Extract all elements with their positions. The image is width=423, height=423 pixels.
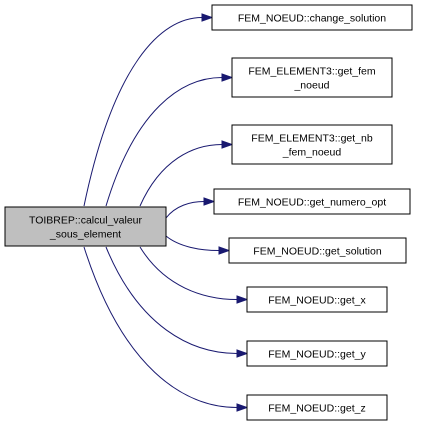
edge-to-get-x-arrowhead [236, 295, 249, 304]
edge-to-get-z-arrowhead [236, 403, 249, 412]
node-get-fem-noeud-box [231, 57, 393, 98]
node-get-z-label-line-1: FEM_NOEUD::get_z [268, 403, 365, 415]
node-get-solution[interactable]: FEM_NOEUD::get_solution [228, 237, 407, 264]
node-get-x-box [246, 286, 388, 313]
node-get-solution-box [228, 237, 407, 264]
node-get-fem-noeud[interactable]: FEM_ELEMENT3::get_fem_noeud [231, 57, 393, 98]
node-get-nb-fem-noeud-box [231, 124, 393, 165]
edge-to-change-solution-arrowhead [201, 13, 214, 22]
edge-to-get-z-line [83, 246, 238, 408]
edge-to-get-fem-noeud-arrowhead [221, 73, 234, 82]
node-get-nb-fem-noeud-label-line-2: _fem_noeud [282, 147, 342, 159]
edge-to-get-nb-fem-noeud [139, 140, 234, 207]
node-get-nb-fem-noeud[interactable]: FEM_ELEMENT3::get_nb_fem_noeud [231, 124, 393, 165]
edge-to-get-numero-opt-arrowhead [203, 197, 216, 206]
edge-to-get-fem-noeud-line [105, 77, 223, 207]
node-root-calcul-valeur-sous-element[interactable]: TOIBREP::calcul_valeur_sous_element [4, 206, 167, 247]
edge-to-change-solution-line [83, 17, 203, 207]
edge-to-get-nb-fem-noeud-arrowhead [221, 140, 234, 149]
edge-to-get-y-arrowhead [236, 349, 249, 358]
node-get-numero-opt[interactable]: FEM_NOEUD::get_numero_opt [213, 188, 411, 215]
edge-to-get-x [139, 246, 249, 304]
edges-layer [83, 13, 249, 412]
edge-to-get-x-line [139, 246, 238, 300]
edge-to-get-solution-line [165, 235, 220, 251]
edge-to-get-solution-arrowhead [218, 246, 231, 255]
edge-to-get-z [83, 246, 249, 412]
node-get-x[interactable]: FEM_NOEUD::get_x [246, 286, 388, 313]
node-change-solution-label-line-1: FEM_NOEUD::change_solution [238, 13, 386, 25]
node-get-z-box [246, 394, 388, 421]
node-get-z[interactable]: FEM_NOEUD::get_z [246, 394, 388, 421]
node-get-fem-noeud-label-line-1: FEM_ELEMENT3::get_fem [248, 66, 375, 78]
node-get-numero-opt-label-line-1: FEM_NOEUD::get_numero_opt [238, 197, 386, 209]
edge-to-get-fem-noeud [105, 73, 234, 207]
edge-to-get-y-line [105, 246, 238, 354]
node-change-solution[interactable]: FEM_NOEUD::change_solution [211, 4, 413, 31]
node-change-solution-box [211, 4, 413, 31]
edge-to-get-numero-opt-line [165, 201, 205, 219]
edge-to-get-numero-opt [165, 197, 216, 219]
node-get-fem-noeud-label-line-2: _noeud [293, 80, 329, 92]
node-get-y-label-line-1: FEM_NOEUD::get_y [268, 349, 366, 361]
edge-to-get-solution [165, 235, 231, 255]
edge-to-get-y [105, 246, 249, 358]
node-root-calcul-valeur-sous-element-box [4, 206, 167, 247]
nodes-layer: TOIBREP::calcul_valeur_sous_elementFEM_N… [4, 4, 413, 421]
node-get-numero-opt-box [213, 188, 411, 215]
edge-to-get-nb-fem-noeud-line [139, 144, 223, 207]
node-get-y[interactable]: FEM_NOEUD::get_y [246, 340, 388, 367]
node-root-calcul-valeur-sous-element-label-line-2: _sous_element [49, 229, 121, 241]
node-get-y-box [246, 340, 388, 367]
node-get-x-label-line-1: FEM_NOEUD::get_x [268, 295, 366, 307]
node-get-solution-label-line-1: FEM_NOEUD::get_solution [253, 246, 382, 258]
edge-to-change-solution [83, 13, 214, 207]
node-get-nb-fem-noeud-label-line-1: FEM_ELEMENT3::get_nb [251, 133, 373, 145]
node-root-calcul-valeur-sous-element-label-line-1: TOIBREP::calcul_valeur [29, 215, 143, 227]
